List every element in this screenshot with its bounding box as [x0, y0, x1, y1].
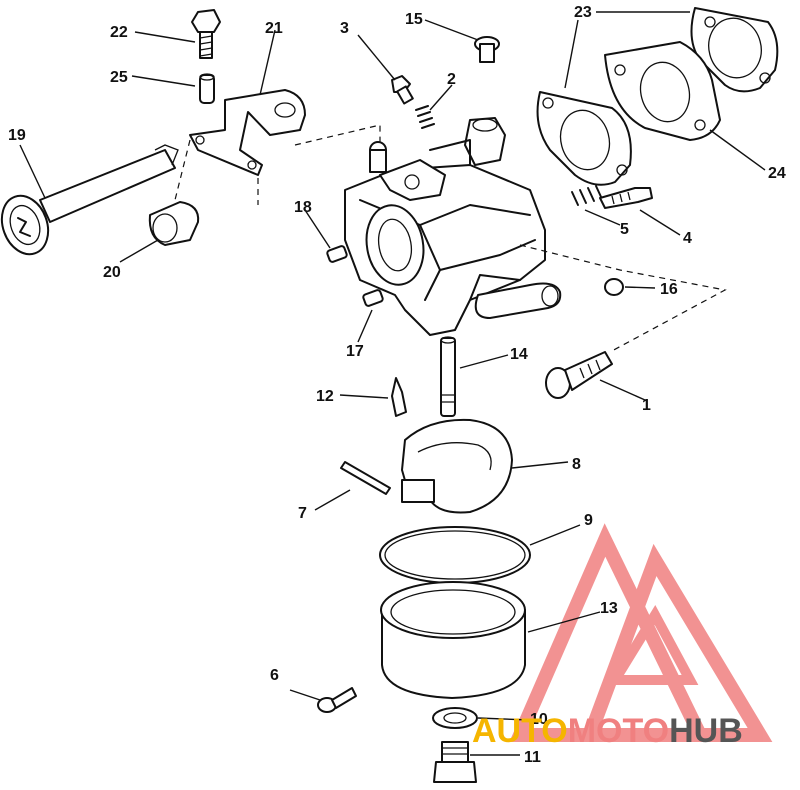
- callout-23: 23: [574, 4, 592, 21]
- float-bowl-13: [380, 581, 526, 699]
- callout-5: 5: [620, 221, 629, 238]
- watermark-text: AUTOMOTOHUB: [472, 712, 743, 750]
- bolt-1: [545, 351, 613, 399]
- gasket-23b: [536, 91, 632, 186]
- callout-19: 19: [8, 127, 26, 144]
- plug-16: [604, 278, 624, 296]
- callout-11: 11: [524, 749, 541, 766]
- callout-2: 2: [447, 71, 456, 88]
- callout-7: 7: [298, 505, 307, 522]
- callout-15: 15: [405, 11, 423, 28]
- callout-21: 21: [265, 20, 283, 37]
- leader-lines: [19, 11, 766, 756]
- spring-5: [571, 185, 603, 206]
- callout-25: 25: [110, 69, 128, 86]
- callout-24: 24: [768, 165, 786, 182]
- callout-17: 17: [346, 343, 364, 360]
- callout-12: 12: [316, 388, 334, 405]
- callout-10: 10: [530, 711, 548, 728]
- screw-6: [317, 687, 357, 713]
- drain-plug-11: [433, 741, 477, 783]
- screw-22: [191, 9, 221, 59]
- gasket-23: [690, 7, 779, 93]
- choke-shaft-19: [0, 144, 179, 256]
- callout-9: 9: [584, 512, 593, 529]
- watermark-auto: AUTO: [472, 712, 568, 750]
- plug-17: [362, 289, 384, 307]
- float-pin-7: [340, 461, 391, 495]
- needle-screw-4: [599, 187, 653, 209]
- callout-3: 3: [340, 20, 349, 37]
- callout-16: 16: [660, 281, 678, 298]
- callout-22: 22: [110, 24, 128, 41]
- nozzle-14: [440, 336, 456, 417]
- spring-2: [415, 105, 435, 129]
- callout-14: 14: [510, 346, 528, 363]
- callout-13: 13: [600, 600, 618, 617]
- callout-8: 8: [572, 456, 581, 473]
- callout-6: 6: [270, 667, 279, 684]
- callout-18: 18: [294, 199, 312, 216]
- bracket-21: [189, 89, 306, 176]
- callout-4: 4: [683, 230, 692, 247]
- gasket-24: [604, 41, 721, 141]
- sleeve-25: [199, 73, 215, 104]
- float-8: [401, 418, 513, 514]
- callout-1: 1: [642, 397, 651, 414]
- carburetor-body: [344, 117, 562, 336]
- inlet-needle-12: [391, 377, 407, 417]
- plug-18: [326, 245, 348, 263]
- washer-10: [432, 707, 478, 729]
- watermark-moto: MOTO: [568, 712, 669, 750]
- knob-20: [148, 201, 200, 246]
- bowl-gasket-9: [379, 526, 531, 584]
- screw-15: [474, 36, 500, 63]
- watermark-logo-mark: [509, 523, 773, 742]
- callout-20: 20: [103, 264, 121, 281]
- screw-3: [391, 75, 414, 105]
- watermark-hub: HUB: [669, 712, 743, 750]
